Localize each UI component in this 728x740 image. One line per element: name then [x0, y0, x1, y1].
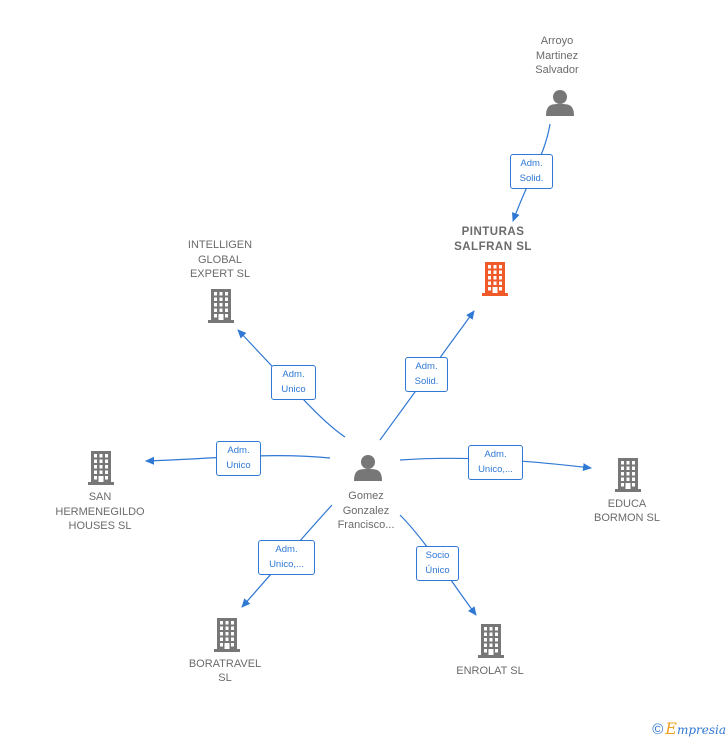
building-icon[interactable]	[208, 289, 234, 323]
person-icon[interactable]	[354, 455, 382, 481]
brand-logo: Empresia	[665, 719, 726, 738]
node-label-boratravel[interactable]: BORATRAVEL SL	[188, 657, 262, 685]
edge-label-gomez-boratravel[interactable]: Adm. Unico,...	[258, 540, 315, 575]
brand-name: mpresia	[676, 723, 726, 737]
edge-label-gomez-enrolat[interactable]: Socio Único	[416, 546, 459, 581]
node-label-arroyo[interactable]: Arroyo Martinez Salvador	[535, 35, 579, 77]
edge-label-gomez-intelligen[interactable]: Adm. Unico	[271, 365, 316, 400]
person-icon[interactable]	[546, 90, 574, 116]
node-label-gomez[interactable]: Gomez Gonzalez Francisco...	[337, 490, 395, 532]
node-label-pinturas[interactable]: PINTURAS SALFRAN SL	[454, 226, 532, 253]
building-icon[interactable]	[214, 618, 240, 652]
copyright-symbol: ©	[652, 721, 664, 738]
node-label-educa[interactable]: EDUCA BORMON SL	[593, 497, 660, 525]
building-icon[interactable]	[482, 262, 508, 296]
building-icon[interactable]	[615, 458, 641, 492]
edges-layer	[145, 123, 592, 616]
node-label-intelligen[interactable]: INTELLIGEN GLOBAL EXPERT SL	[187, 239, 253, 281]
brand-initial: E	[665, 719, 677, 738]
brand-watermark: ©Empresia	[652, 719, 726, 738]
node-label-san[interactable]: SAN HERMENEGILDO HOUSES SL	[55, 491, 145, 533]
edge-label-arroyo-pinturas[interactable]: Adm. Solid.	[510, 154, 553, 189]
edge-label-gomez-san[interactable]: Adm. Unico	[216, 441, 261, 476]
node-label-enrolat[interactable]: ENROLAT SL	[456, 664, 524, 677]
edge-label-gomez-pinturas[interactable]: Adm. Solid.	[405, 357, 448, 392]
building-icon[interactable]	[478, 624, 504, 658]
edge-label-gomez-educa[interactable]: Adm. Unico,...	[468, 445, 523, 480]
building-icon[interactable]	[88, 451, 114, 485]
icons-layer	[88, 90, 641, 658]
